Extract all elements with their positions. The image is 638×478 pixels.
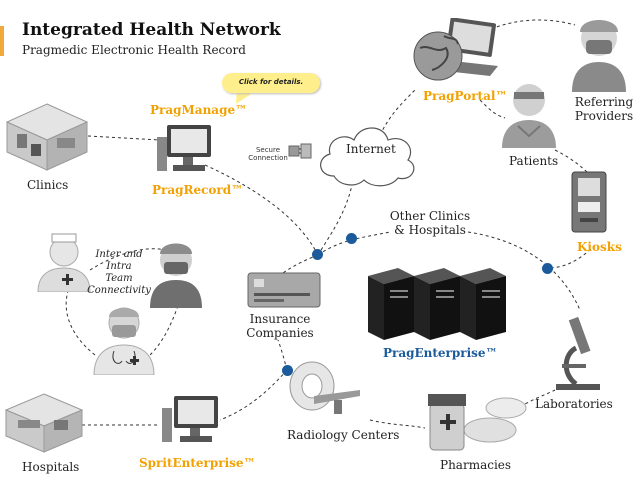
link-pragrecord-hub xyxy=(204,164,319,256)
other-clinics-line1: Other Clinics xyxy=(389,209,471,223)
laboratories-label: Laboratories xyxy=(535,397,613,411)
connector-dot xyxy=(282,365,293,376)
hospital-room-icon[interactable] xyxy=(4,390,84,454)
computer-monitor-icon[interactable] xyxy=(155,123,213,175)
link-otherclinics-lab xyxy=(467,231,581,311)
link-portal-referring xyxy=(469,19,576,41)
microscope-icon xyxy=(556,316,600,390)
link-radiology-insurance xyxy=(277,339,288,371)
doctor-icon xyxy=(93,307,155,375)
other-clinics-label: Other Clinics & Hospitals xyxy=(388,209,472,238)
ct-scanner-icon xyxy=(289,361,360,414)
team-line1: Inter and Intra xyxy=(95,249,143,272)
internet-label: Internet xyxy=(346,142,396,156)
team-line3: Connectivity xyxy=(87,285,151,296)
page-subtitle: Pragmedic Electronic Health Record xyxy=(22,43,246,57)
referring-providers-label: Referring Providers xyxy=(574,95,634,124)
kiosk-icon[interactable] xyxy=(568,170,610,236)
kiosks-link[interactable]: Kiosks xyxy=(577,240,622,254)
insurance-line1: Insurance xyxy=(249,312,311,326)
patient-icon xyxy=(502,84,556,148)
header-accent-bar xyxy=(0,26,4,56)
clinic-room-icon[interactable] xyxy=(5,100,89,172)
pragenterprise-link[interactable]: PragEnterprise™ xyxy=(383,346,498,360)
computer-monitor-icon[interactable] xyxy=(160,394,220,446)
patients-label: Patients xyxy=(509,154,559,168)
pragmanage-link[interactable]: PragManage™ xyxy=(150,103,248,117)
connection-label: Connection xyxy=(248,154,288,163)
insurance-line2: Companies xyxy=(246,325,314,340)
page-title: Integrated Health Network xyxy=(22,20,281,40)
nurse-icon xyxy=(37,233,91,292)
secure-connection-label: Secure Connection xyxy=(248,146,288,163)
cloud-icon xyxy=(320,127,415,187)
radiology-label: Radiology Centers xyxy=(287,428,400,442)
secure-plug-icon xyxy=(288,143,312,159)
pragportal-link[interactable]: PragPortal™ xyxy=(423,89,508,103)
connector-dot xyxy=(542,263,553,274)
hospitals-label: Hospitals xyxy=(22,460,80,474)
surgeon-icon xyxy=(572,20,626,92)
referring-label: Referring xyxy=(574,95,634,109)
link-radiology-pharmacy xyxy=(369,419,426,429)
other-clinics-line2: & Hospitals xyxy=(394,222,466,237)
team-line2: Team xyxy=(105,273,133,284)
server-rack-icon[interactable] xyxy=(366,266,512,342)
link-hub-internet xyxy=(317,184,353,256)
link-hub-insurance xyxy=(279,254,319,276)
pragrecord-link[interactable]: PragRecord™ xyxy=(152,183,244,197)
link-pharmacy-lab xyxy=(514,389,556,411)
credit-card-icon xyxy=(247,272,321,308)
click-for-details-callout[interactable] xyxy=(222,73,320,93)
link-radiology-sprit xyxy=(219,369,288,421)
spritenterprise-link[interactable]: SpritEnterprise™ xyxy=(139,456,256,470)
insurance-label: Insurance Companies xyxy=(240,312,320,341)
clinics-label: Clinics xyxy=(27,178,69,192)
callout-text[interactable]: Click for details. xyxy=(238,78,304,86)
secure-label: Secure xyxy=(255,146,281,154)
connector-dot xyxy=(312,249,323,260)
connector-dot xyxy=(346,233,357,244)
pills-icon xyxy=(428,394,527,451)
surgeon-icon xyxy=(150,243,202,308)
providers-label: Providers xyxy=(574,108,634,123)
team-connectivity-label: Inter and Intra Team Connectivity xyxy=(84,249,154,297)
pharmacies-label: Pharmacies xyxy=(440,458,512,472)
link-clinics-pragrecord xyxy=(87,135,161,141)
globe-laptop-icon[interactable] xyxy=(410,18,502,88)
